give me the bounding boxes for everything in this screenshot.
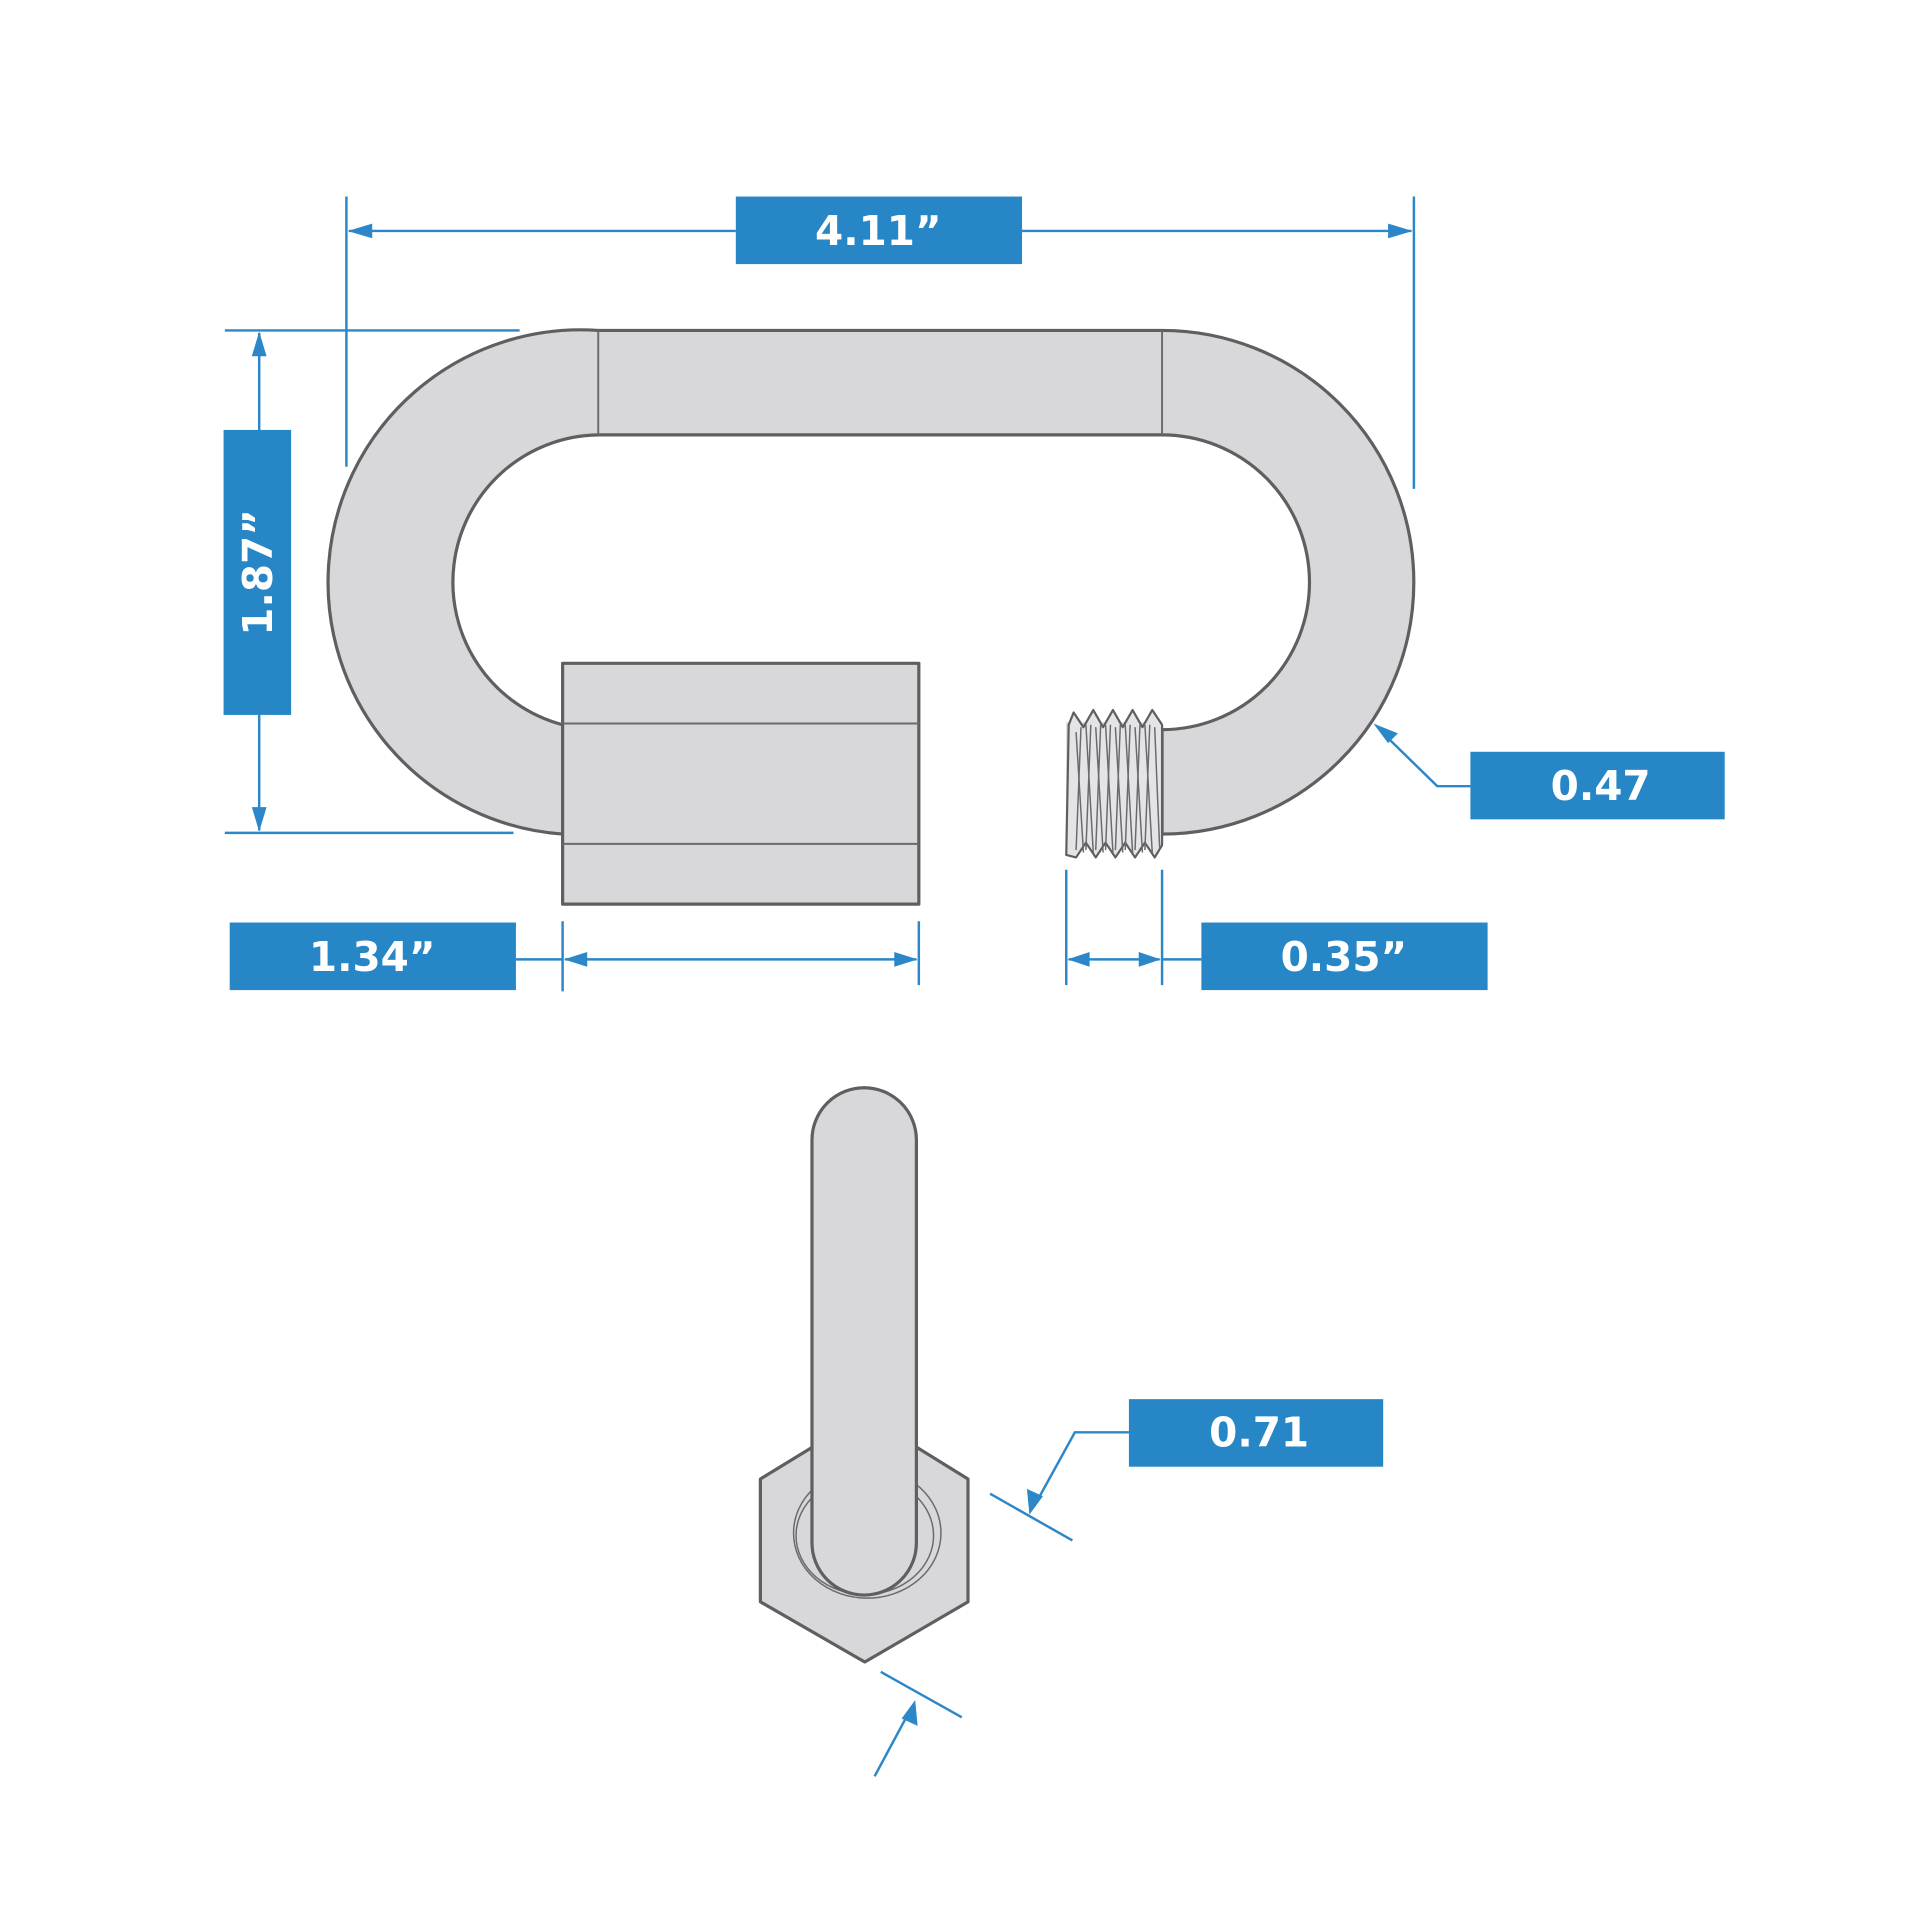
arrowhead-left-icon bbox=[563, 952, 588, 967]
label-overall-height: 1.87” bbox=[234, 509, 282, 636]
dim-thread-length: 0.35” bbox=[1065, 869, 1488, 991]
arrowhead-leader-icon bbox=[901, 1700, 918, 1726]
side-view-quick-link bbox=[758, 1086, 970, 1664]
label-nut-width: 0.71 bbox=[1209, 1408, 1309, 1456]
arrowhead-up-icon bbox=[251, 331, 267, 357]
arrowhead-left-icon bbox=[347, 223, 373, 239]
threaded-end bbox=[1065, 708, 1164, 859]
label-box-sleeve-length bbox=[229, 922, 516, 991]
label-box-nut-width bbox=[1128, 1399, 1384, 1467]
label-overall-length: 4.11” bbox=[815, 207, 942, 255]
dim-overall-height: 1.87” bbox=[223, 329, 520, 835]
sleeve-nut bbox=[561, 661, 921, 906]
arrowhead-right-icon bbox=[894, 952, 918, 967]
label-sleeve-length: 1.34” bbox=[309, 933, 436, 981]
arrowhead-leader-icon bbox=[1373, 723, 1398, 744]
arrowhead-leader-icon bbox=[1026, 1488, 1043, 1515]
link-body bbox=[326, 328, 1416, 836]
label-wire-diameter: 0.47 bbox=[1551, 762, 1651, 810]
front-view-quick-link bbox=[326, 328, 1416, 906]
arrowhead-right-icon bbox=[1388, 223, 1413, 239]
label-box-overall-length bbox=[735, 196, 1023, 265]
arrowhead-down-icon bbox=[251, 807, 267, 832]
dim-sleeve-length: 1.34” bbox=[229, 921, 921, 992]
label-box-thread-length bbox=[1201, 922, 1488, 991]
arrowhead-left-icon bbox=[1067, 952, 1090, 967]
label-box-overall-height bbox=[223, 429, 292, 715]
dim-wire-diameter: 0.47 bbox=[1373, 723, 1725, 820]
dim-nut-width: 0.71 bbox=[873, 1399, 1384, 1777]
label-box-wire-diameter bbox=[1470, 751, 1725, 820]
link-profile bbox=[810, 1086, 918, 1597]
label-thread-length: 0.35” bbox=[1281, 933, 1408, 981]
arrowhead-right-icon bbox=[1138, 952, 1161, 967]
